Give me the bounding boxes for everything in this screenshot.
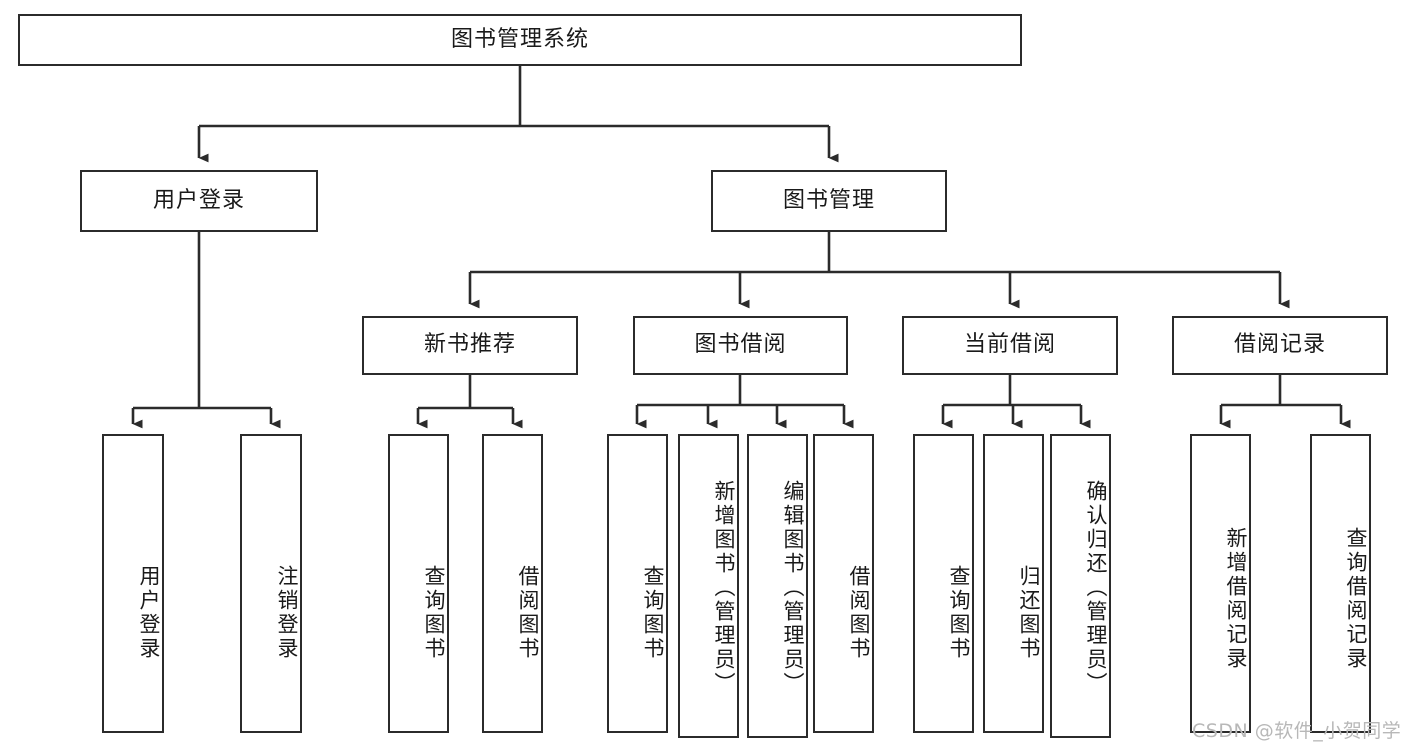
node-leaf-query-book-recommendation[interactable]: 查询图书 <box>388 434 449 733</box>
node-label: 查询图书 <box>641 564 665 661</box>
node-leaf-user-logout[interactable]: 注销登录 <box>240 434 302 733</box>
node-label: 用户登录 <box>137 564 161 661</box>
node-root-book-management-system[interactable]: 图书管理系统 <box>18 14 1022 66</box>
node-label: 图书管理系统 <box>450 26 589 52</box>
node-borrow-record[interactable]: 借阅记录 <box>1172 316 1388 375</box>
node-label: 查询图书 <box>422 564 446 661</box>
node-leaf-query-book-borrow[interactable]: 查询图书 <box>607 434 668 733</box>
node-label: 编辑图书（管理员） <box>781 480 805 696</box>
node-new-book-recommendation[interactable]: 新书推荐 <box>362 316 578 375</box>
node-book-management[interactable]: 图书管理 <box>711 170 947 232</box>
node-label: 注销登录 <box>275 564 299 661</box>
edge-group-book-borrow <box>635 375 854 429</box>
node-label: 图书管理 <box>782 187 875 213</box>
node-leaf-edit-book-admin[interactable]: 编辑图书（管理员） <box>747 434 808 738</box>
edge-group-current-borrow <box>941 375 1091 429</box>
edge-group-root <box>197 66 839 163</box>
node-current-borrow[interactable]: 当前借阅 <box>902 316 1118 375</box>
edge-group-new-book-rec <box>416 375 523 429</box>
node-leaf-add-book-admin[interactable]: 新增图书（管理员） <box>678 434 739 738</box>
node-label: 借阅图书 <box>516 564 540 661</box>
node-leaf-borrow-book-recommendation[interactable]: 借阅图书 <box>482 434 543 733</box>
node-label: 当前借阅 <box>963 332 1056 358</box>
node-label: 确认归还（管理员） <box>1084 480 1108 696</box>
node-leaf-borrow-book[interactable]: 借阅图书 <box>813 434 874 733</box>
node-label: 归还图书 <box>1017 564 1041 661</box>
node-label: 用户登录 <box>152 187 245 213</box>
edge-group-borrow-record <box>1219 375 1351 429</box>
node-label: 新书推荐 <box>423 332 516 358</box>
edge-group-user-login <box>131 232 281 429</box>
node-label: 借阅记录 <box>1233 332 1326 358</box>
node-label: 查询图书 <box>947 564 971 661</box>
node-label: 图书借阅 <box>694 332 787 358</box>
node-label: 查询借阅记录 <box>1344 526 1368 671</box>
node-leaf-add-borrow-record[interactable]: 新增借阅记录 <box>1190 434 1251 733</box>
node-leaf-confirm-return-admin[interactable]: 确认归还（管理员） <box>1050 434 1111 738</box>
edge-group-book-manage <box>468 232 1290 309</box>
csdn-watermark: CSDN @软件_小贺同学 <box>1192 720 1402 742</box>
node-leaf-query-borrow-record[interactable]: 查询借阅记录 <box>1310 434 1371 733</box>
node-leaf-user-login[interactable]: 用户登录 <box>102 434 164 733</box>
node-label: 借阅图书 <box>847 564 871 661</box>
node-book-borrow[interactable]: 图书借阅 <box>633 316 848 375</box>
node-label: 新增图书（管理员） <box>712 480 736 696</box>
node-label: 新增借阅记录 <box>1224 526 1248 671</box>
node-user-login[interactable]: 用户登录 <box>80 170 318 232</box>
node-leaf-query-book-current[interactable]: 查询图书 <box>913 434 974 733</box>
node-leaf-return-book[interactable]: 归还图书 <box>983 434 1044 733</box>
